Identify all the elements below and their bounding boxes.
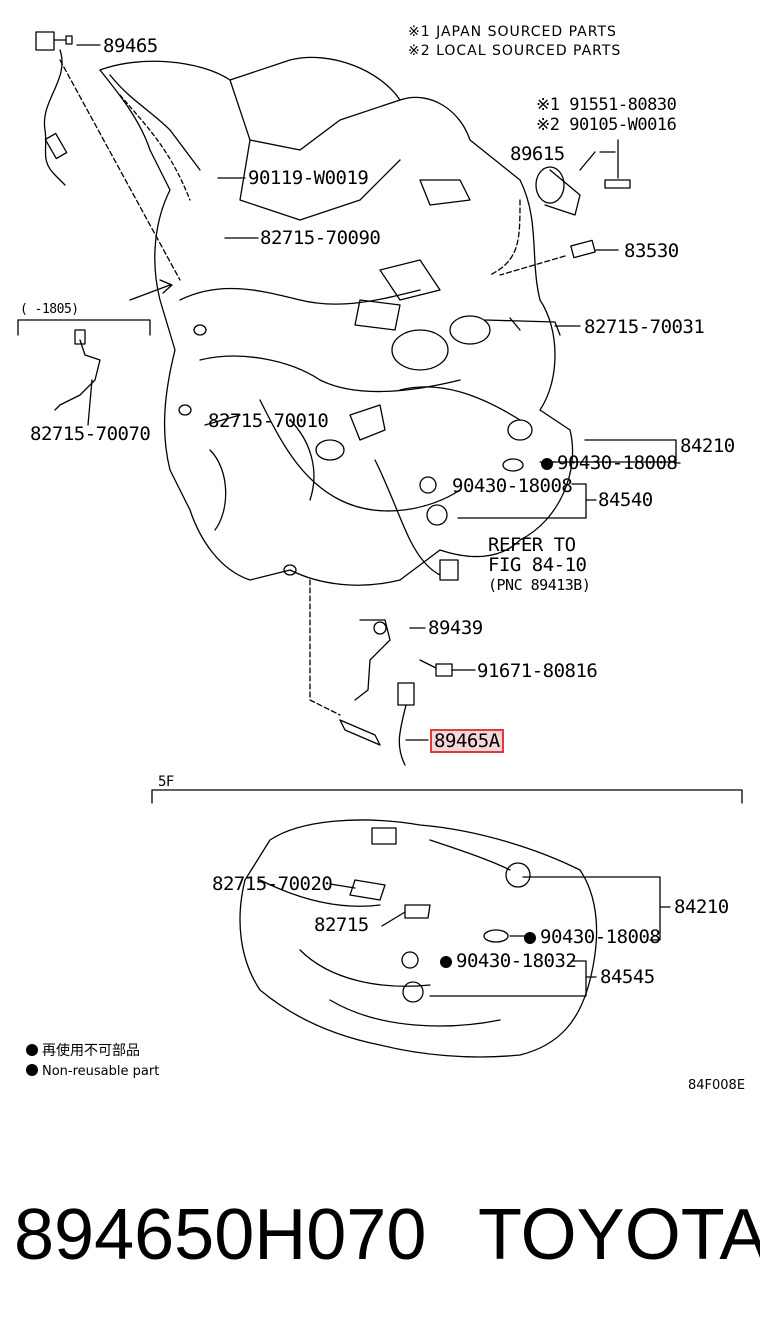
footer-part-number: 894650H070: [14, 1195, 427, 1275]
figure-code: 84F008E: [688, 1078, 746, 1093]
legend-non-reusable-jp: 再使用不可部品: [26, 1041, 140, 1061]
callout-89615[interactable]: 89615: [510, 143, 565, 165]
footer-brand: TOYOTA: [478, 1195, 760, 1275]
callout-89439[interactable]: 89439: [428, 617, 483, 639]
pressure-switch-art: [499, 239, 596, 276]
callout-84210-upper[interactable]: 84210: [680, 435, 735, 457]
callout-91671-80816[interactable]: 91671-80816: [477, 660, 598, 682]
callout-91551-80830[interactable]: ※1 91551-80830: [536, 95, 677, 115]
callout-82715-70090[interactable]: 82715-70090: [260, 227, 381, 249]
callout-82715-70020[interactable]: 82715-70020: [212, 873, 333, 895]
transmission-5f-outline: [239, 819, 598, 1058]
callout-90430-18008-c[interactable]: 90430-18008: [524, 927, 661, 947]
speed-sensor-upper-art: [349, 386, 533, 581]
callout-84545[interactable]: 84545: [600, 966, 655, 988]
callout-83530[interactable]: 83530: [624, 240, 679, 262]
callout-84540[interactable]: 84540: [598, 489, 653, 511]
callout-89465[interactable]: 89465: [103, 35, 158, 57]
callout-84210-lower[interactable]: 84210: [674, 896, 729, 918]
engine-block-outline: [99, 56, 574, 586]
note-local-sourced: ※2 LOCAL SOURCED PARTS: [408, 43, 622, 59]
callout-90119-w0019[interactable]: 90119-W0019: [248, 167, 369, 189]
leader-89465a: [309, 579, 341, 716]
callout-90430-18008-a[interactable]: 90430-18008: [541, 453, 678, 473]
section-label-5f: 5F: [158, 774, 174, 790]
section-5f-bracket: [151, 789, 743, 804]
oxygen-sensor-89465-art: [35, 31, 181, 281]
callout-variant-1805: ( -1805): [20, 302, 79, 317]
sub-view-1805-art: [17, 319, 151, 426]
refer-to-line2[interactable]: FIG 84-10: [488, 554, 587, 576]
refer-to-line1: REFER TO: [488, 534, 576, 556]
callout-90430-18032[interactable]: 90430-18032: [440, 951, 577, 971]
callout-82715-70070[interactable]: 82715-70070: [30, 423, 151, 445]
callout-90105-w0016[interactable]: ※2 90105-W0016: [536, 115, 677, 135]
knock-sensor-art: [489, 139, 631, 276]
bracket-lines-upper: [457, 439, 681, 519]
callout-89465a-highlighted[interactable]: 89465A: [430, 729, 504, 753]
clamp-70031-art: [484, 317, 561, 336]
refer-to-line3: (PNC 89413B): [488, 576, 591, 594]
legend-non-reusable-en: Non-reusable part: [26, 1062, 159, 1082]
note-japan-sourced: ※1 JAPAN SOURCED PARTS: [408, 24, 617, 40]
callout-82715[interactable]: 82715: [314, 914, 369, 936]
sensor-89465a-art: [339, 619, 453, 766]
callout-82715-70031[interactable]: 82715-70031: [584, 316, 705, 338]
leader-lines: [76, 44, 619, 937]
callout-82715-70010[interactable]: 82715-70010: [208, 410, 329, 432]
pointer-arrow: [129, 279, 173, 301]
callout-90430-18008-b[interactable]: 90430-18008: [452, 475, 573, 497]
